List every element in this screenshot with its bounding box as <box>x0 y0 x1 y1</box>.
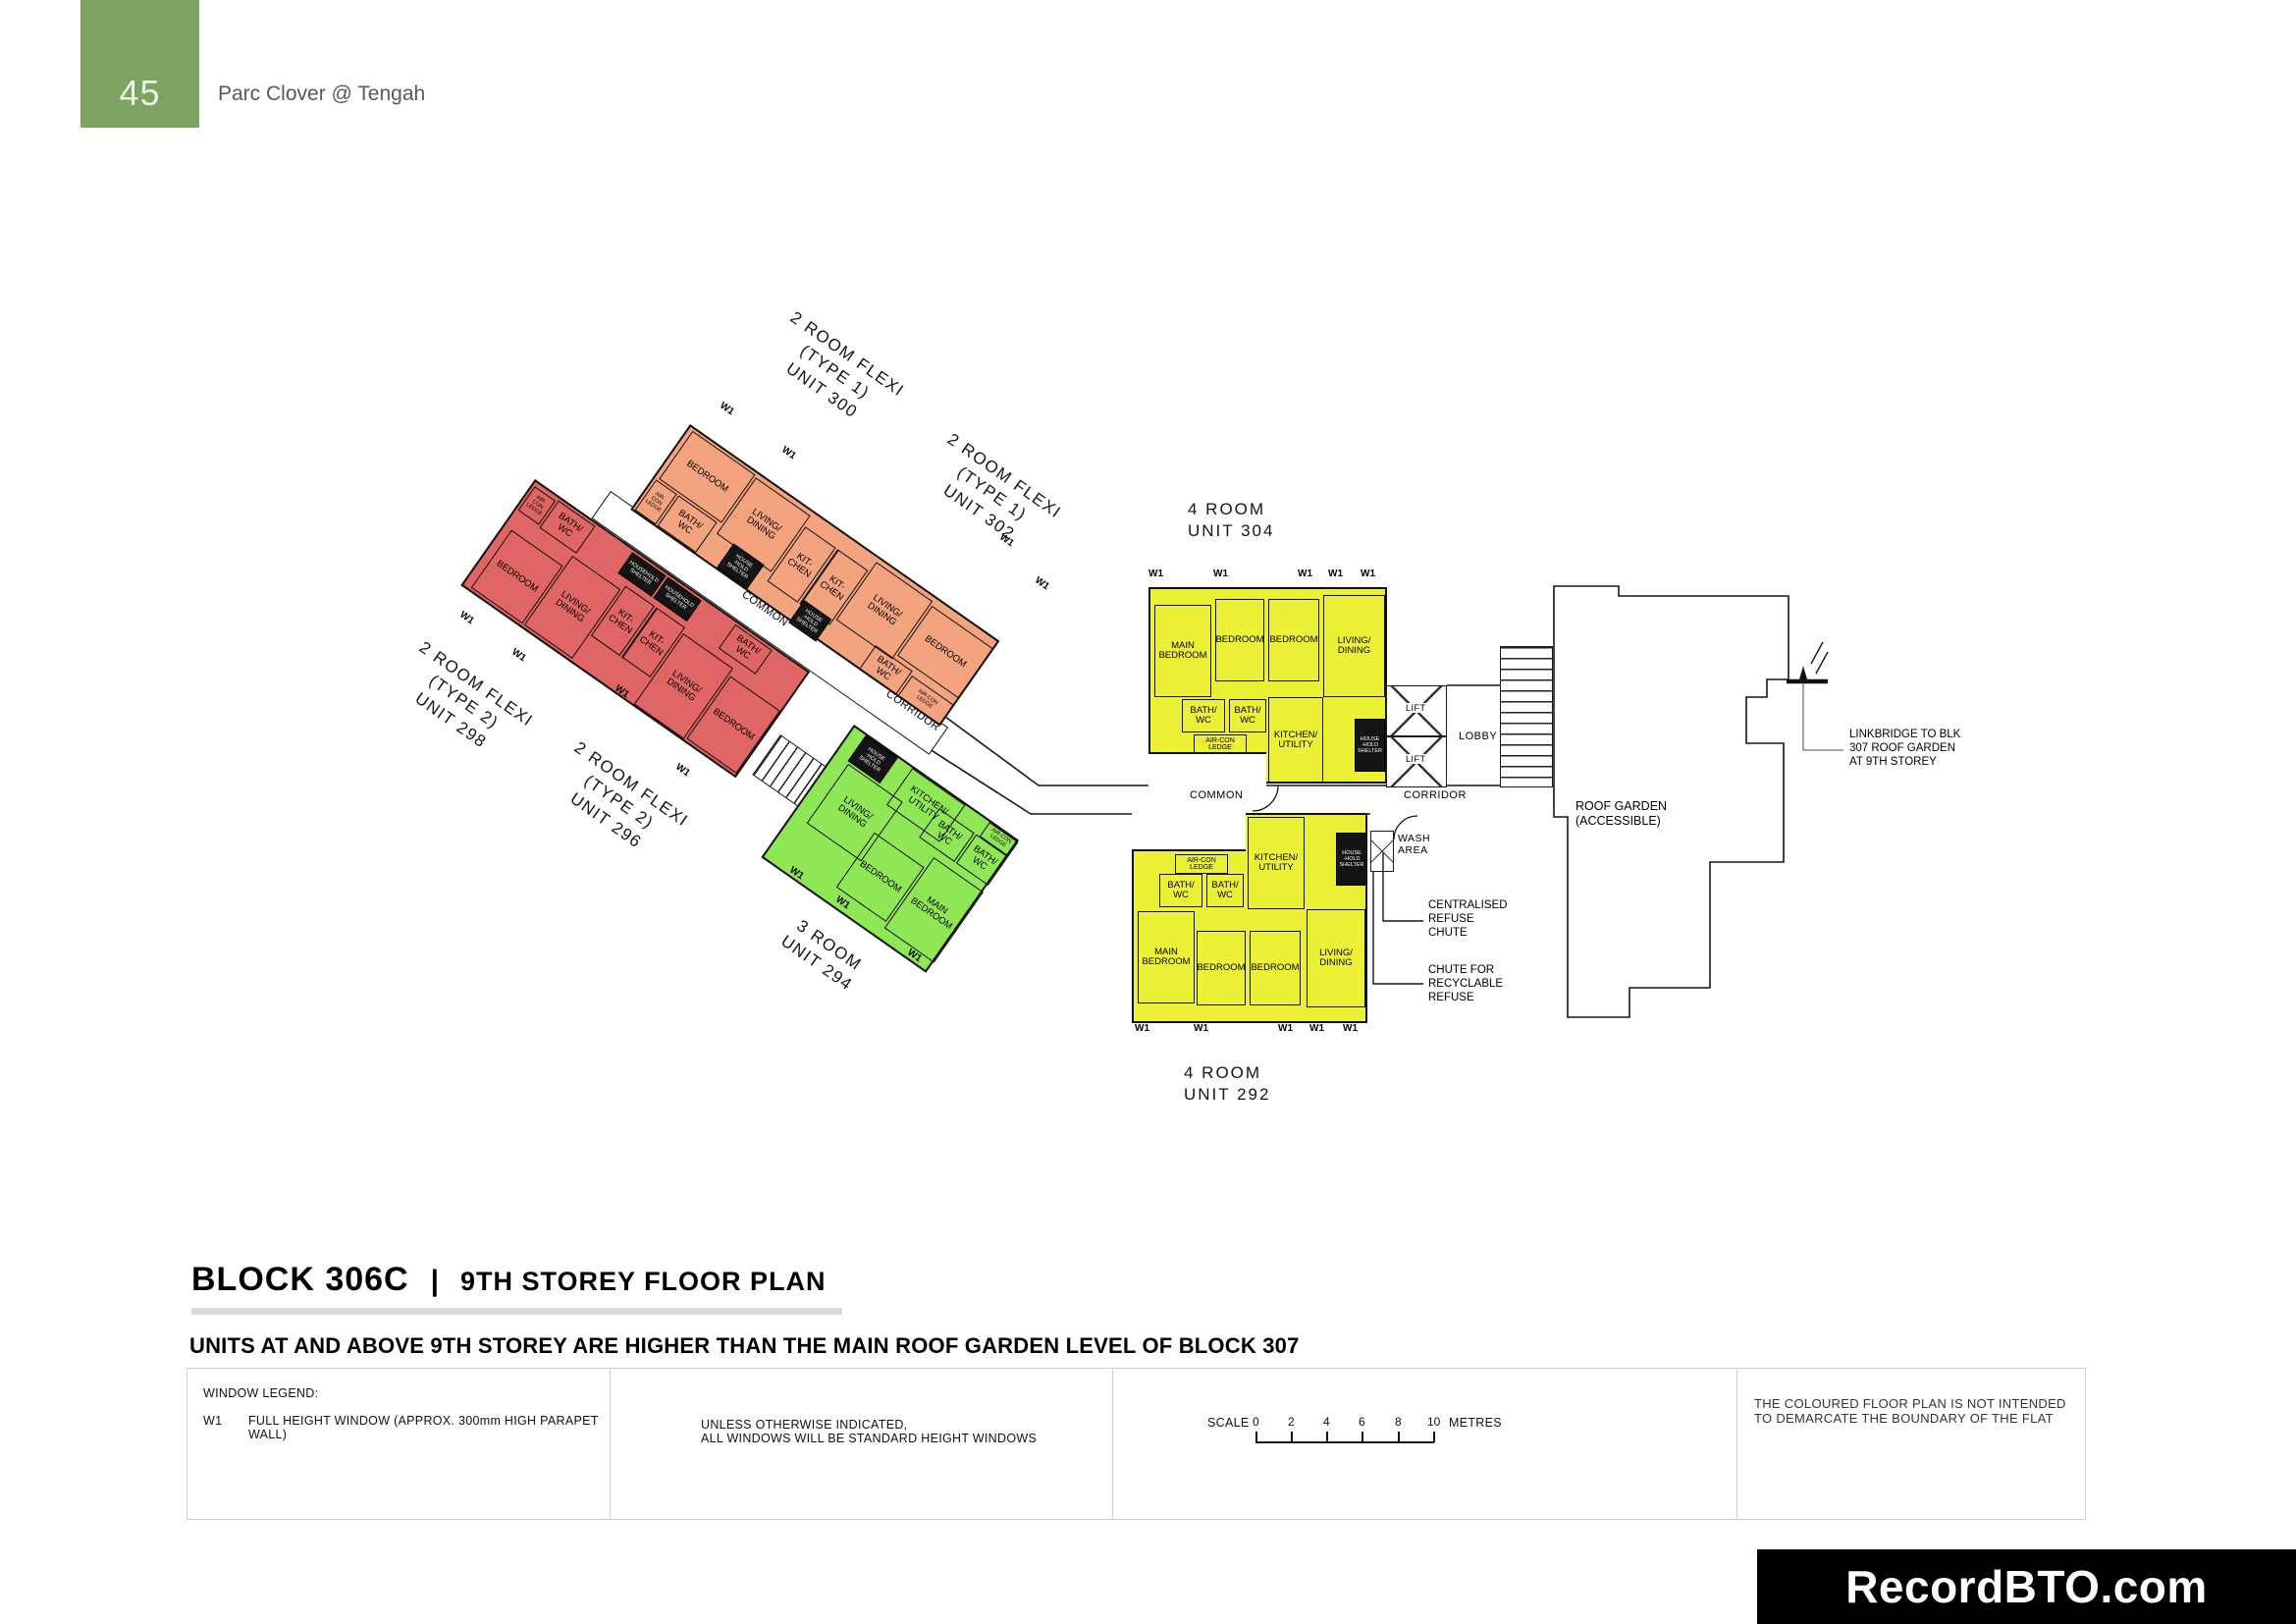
room-living-dining: LIVING/ DINING <box>1323 595 1385 697</box>
watermark-banner: RecordBTO.com <box>1757 1549 2296 1624</box>
window-marker-w1: W1 <box>1298 568 1312 579</box>
title-underline <box>191 1308 842 1315</box>
wash-area-box <box>1370 831 1394 872</box>
scale-unit: METRES <box>1449 1416 1502 1430</box>
room-main-bedroom: MAIN BEDROOM <box>1138 911 1195 1003</box>
room-living-dining: LIVING/ DINING <box>1307 909 1365 1007</box>
scale-tick-0: 0 <box>1253 1415 1259 1429</box>
storey-note: UNITS AT AND ABOVE 9TH STOREY ARE HIGHER… <box>189 1333 1300 1358</box>
window-marker-w1: W1 <box>1278 1023 1293 1034</box>
scale-tickmark <box>1362 1432 1363 1442</box>
window-legend-w1-code: W1 <box>203 1414 223 1428</box>
window-marker-w1: W1 <box>1148 568 1163 579</box>
legend-cell-window: WINDOW LEGEND: W1 FULL HEIGHT WINDOW (AP… <box>187 1369 610 1519</box>
plan-notch <box>1148 752 1266 787</box>
window-marker-w1: W1 <box>1328 568 1343 579</box>
unit-304-label: 4 ROOM UNIT 304 <box>1188 500 1275 541</box>
window-marker-w1: W1 <box>1135 1023 1149 1034</box>
lift-label: LIFT <box>1404 703 1428 713</box>
plan-notch <box>1132 813 1246 851</box>
common-label: COMMON <box>1190 789 1244 801</box>
main-staircase <box>1500 646 1553 787</box>
window-legend-w1-desc: FULL HEIGHT WINDOW (APPROX. 300mm HIGH P… <box>248 1414 599 1441</box>
window-marker-w1: W1 <box>1343 1023 1358 1034</box>
legend-cell-scale: SCALE 0 2 4 6 8 10 METRES <box>1112 1369 1736 1519</box>
window-legend-title: WINDOW LEGEND: <box>203 1386 319 1400</box>
room-bath-wc: BATH/ WC <box>1206 874 1244 907</box>
project-title: Parc Clover @ Tengah <box>218 82 426 105</box>
recyclable-chute-note: CHUTE FOR RECYCLABLE REFUSE <box>1428 964 1504 1003</box>
corridor-label: CORRIDOR <box>1404 789 1467 801</box>
room-kitchen-utility: KITCHEN/ UTILITY <box>1248 817 1305 909</box>
scale-tickmark <box>1326 1432 1328 1442</box>
legend-table: WINDOW LEGEND: W1 FULL HEIGHT WINDOW (AP… <box>187 1368 2086 1520</box>
room-bedroom: BEDROOM <box>1197 931 1246 1005</box>
page-number-badge: 45 <box>80 0 199 128</box>
roof-garden-label: ROOF GARDEN (ACCESSIBLE) <box>1575 799 1668 828</box>
room-bedroom: BEDROOM <box>1215 599 1264 681</box>
legend-cell-boundary-note: THE COLOURED FLOOR PLAN IS NOT INTENDED … <box>1736 1369 2087 1519</box>
scale-tick-4: 4 <box>1323 1415 1330 1429</box>
page-number: 45 <box>119 73 161 113</box>
room-bedroom: BEDROOM <box>1268 599 1319 681</box>
room-household-shelter: HOUSE -HOLD SHELTER <box>1336 833 1367 886</box>
refuse-chute-note: CENTRALISED REFUSE CHUTE <box>1428 899 1508 939</box>
boundary-note: THE COLOURED FLOOR PLAN IS NOT INTENDED … <box>1754 1396 2066 1426</box>
title-divider: | <box>430 1265 440 1297</box>
room-aircon-ledge: AIR-CON LEDGE <box>1194 734 1247 754</box>
lobby-label: LOBBY <box>1459 731 1498 742</box>
block-title: BLOCK 306C <box>191 1261 409 1298</box>
linkbridge-note: LINKBRIDGE TO BLK 307 ROOF GARDEN AT 9TH… <box>1849 729 1961 768</box>
scale-tickmark <box>1433 1432 1435 1442</box>
scale-tick-8: 8 <box>1395 1415 1402 1429</box>
room-bedroom: BEDROOM <box>1250 931 1301 1005</box>
unit-292-block: AIR-CON LEDGE BATH/ WC BATH/ WC KITCHEN/… <box>1132 813 1367 1023</box>
room-bath-wc: BATH/ WC <box>1182 699 1225 732</box>
unit-304-block: MAIN BEDROOM BEDROOM BEDROOM LIVING/ DIN… <box>1148 587 1387 787</box>
windows-note: UNLESS OTHERWISE INDICATED, ALL WINDOWS … <box>701 1418 1038 1445</box>
room-bath-wc: BATH/ WC <box>1159 874 1202 907</box>
window-marker-w1: W1 <box>1361 568 1375 579</box>
lift-label: LIFT <box>1404 754 1428 764</box>
room-household-shelter: HOUSE -HOLD SHELTER <box>1355 719 1385 772</box>
unit-292-label: 4 ROOM UNIT 292 <box>1184 1063 1271 1105</box>
plan-title-row: BLOCK 306C | 9TH STOREY FLOOR PLAN <box>191 1261 827 1299</box>
scale-tickmark <box>1398 1432 1400 1442</box>
scale-tick-2: 2 <box>1288 1415 1295 1429</box>
room-bath-wc: BATH/ WC <box>1229 699 1266 732</box>
watermark-text: RecordBTO.com <box>1845 1561 2208 1612</box>
legend-cell-windows-note: UNLESS OTHERWISE INDICATED, ALL WINDOWS … <box>610 1369 1112 1519</box>
scale-tickmark <box>1291 1432 1293 1442</box>
storey-title: 9TH STOREY FLOOR PLAN <box>460 1267 827 1296</box>
scale-tickmark <box>1255 1432 1257 1442</box>
room-main-bedroom: MAIN BEDROOM <box>1154 605 1211 697</box>
room-kitchen-utility: KITCHEN/ UTILITY <box>1268 697 1323 784</box>
window-marker-w1: W1 <box>1213 568 1228 579</box>
window-marker-w1: W1 <box>1309 1023 1324 1034</box>
scale-tick-6: 6 <box>1359 1415 1365 1429</box>
scale-bar <box>1255 1441 1434 1443</box>
scale-tick-10: 10 <box>1427 1415 1441 1429</box>
room-aircon-ledge: AIR-CON LEDGE <box>1175 854 1228 874</box>
wash-area-label: WASH AREA <box>1398 833 1431 856</box>
window-marker-w1: W1 <box>1194 1023 1208 1034</box>
scale-label: SCALE <box>1207 1416 1250 1430</box>
